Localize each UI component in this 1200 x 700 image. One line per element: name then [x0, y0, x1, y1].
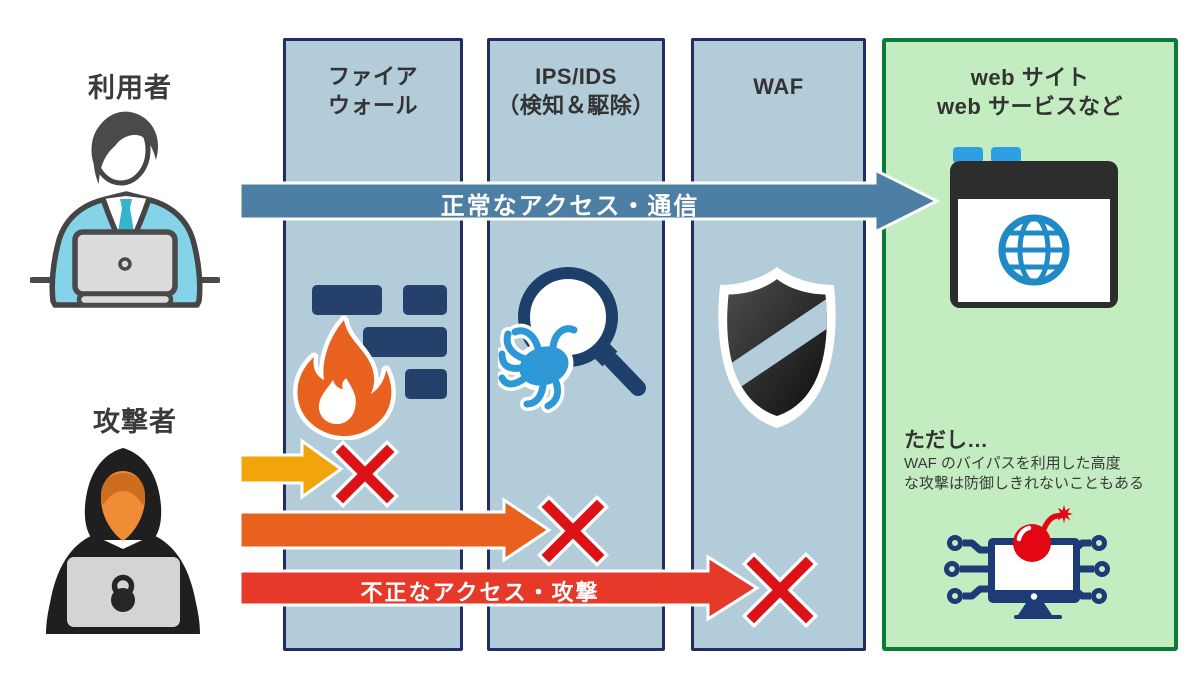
attacker-label: 攻撃者 [93, 407, 177, 437]
layer-waf: WAF [691, 38, 866, 651]
destination-panel: web サイト web サービスなど ただし… WAF のバイパスを利用した高度… [882, 38, 1178, 651]
firewall-title-line1: ファイア [327, 64, 418, 89]
website-browser-icon [950, 147, 1118, 308]
destination-title-line2: web サービスなど [937, 94, 1123, 119]
user-icon [30, 111, 220, 308]
firewall-icon [293, 285, 447, 440]
layer-firewall: ファイア ウォール [283, 38, 463, 651]
note-line1: WAF のバイパスを利用した高度 [904, 455, 1121, 472]
normal-traffic-label: 正常なアクセス・通信 [440, 193, 700, 220]
user-label: 利用者 [88, 73, 172, 103]
ips-title-line2: （検知＆駆除） [497, 93, 655, 118]
firewall-layer-title: ファイア ウォール [286, 62, 460, 120]
ips-layer-title: IPS/IDS （検知＆駆除） [490, 62, 662, 120]
ips-title-line1: IPS/IDS [535, 64, 617, 89]
note-body: WAF のバイパスを利用した高度 な攻撃は防御しきれないこともある [904, 454, 1144, 494]
scan-bug-icon [498, 267, 646, 413]
shield-icon [718, 267, 836, 428]
firewall-title-line2: ウォール [327, 93, 418, 118]
waf-title-line1: WAF [753, 74, 804, 99]
note-line2: な攻撃は防御しきれないこともある [904, 475, 1145, 492]
destination-title-line1: web サイト [970, 65, 1090, 90]
note-title: ただし… [904, 429, 988, 452]
destination-title: web サイト web サービスなど [886, 63, 1174, 121]
layer-ips-ids: IPS/IDS （検知＆駆除） [487, 38, 665, 651]
attacker-icon [46, 448, 200, 634]
attack-traffic-label: 不正なアクセス・攻撃 [360, 580, 600, 605]
cyber-attack-bomb-icon [944, 505, 1110, 619]
waf-layer-title: WAF [694, 72, 863, 101]
